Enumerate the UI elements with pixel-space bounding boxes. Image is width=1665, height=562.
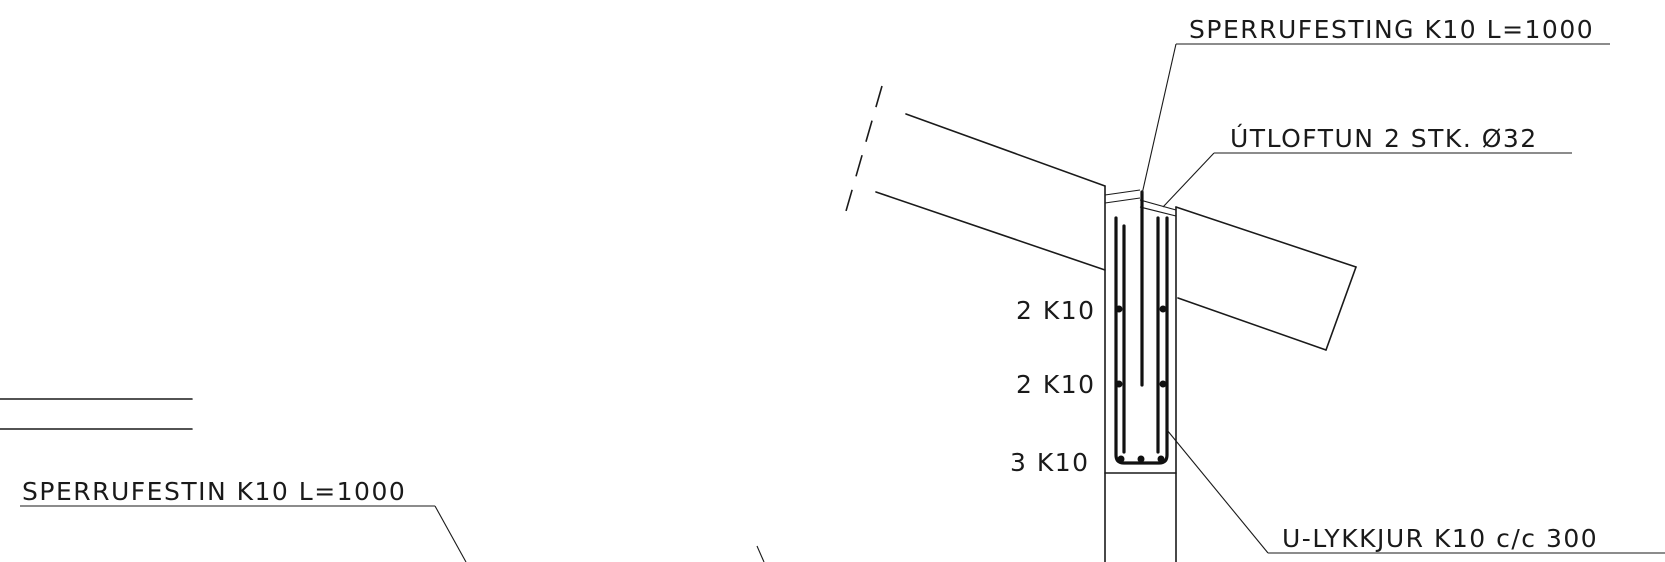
left-rafter-fastening-label: SPERRUFESTIN K10 L=1000 <box>22 477 406 506</box>
partial-line-stub <box>756 545 765 562</box>
lifting-anchor-label: ÚTLOFTUN 2 STK. Ø32 <box>1230 123 1538 153</box>
stirrup-callout: U-LYKKJUR K10 c/c 300 <box>1166 429 1665 554</box>
stirrup-label: U-LYKKJUR K10 c/c 300 <box>1282 524 1598 553</box>
rebar-row-3-label: 3 K10 <box>1010 448 1090 477</box>
rebar-row-2-label: 2 K10 <box>1016 370 1096 399</box>
rafter-beam <box>875 113 1357 351</box>
top-rafter-fastening-callout: SPERRUFESTING K10 L=1000 <box>1141 15 1610 195</box>
left-rafter-fastening-callout: SPERRUFESTIN K10 L=1000 <box>20 477 467 562</box>
rafter-break-line <box>843 85 883 219</box>
top-rafter-fastening-label: SPERRUFESTING K10 L=1000 <box>1189 15 1594 44</box>
lifting-anchor-callout: ÚTLOFTUN 2 STK. Ø32 <box>1162 123 1572 208</box>
left-beam-fragment <box>0 398 193 430</box>
u-stirrup-rebar <box>1114 216 1169 465</box>
rebar-row-1-label: 2 K10 <box>1016 296 1096 325</box>
lifting-anchor-leader <box>1162 152 1215 208</box>
left-label-leader <box>434 505 467 562</box>
stirrup-leader <box>1166 429 1269 554</box>
concrete-column <box>1104 185 1177 562</box>
top-label-leader <box>1141 43 1177 195</box>
rebar-dots <box>1115 305 1167 463</box>
